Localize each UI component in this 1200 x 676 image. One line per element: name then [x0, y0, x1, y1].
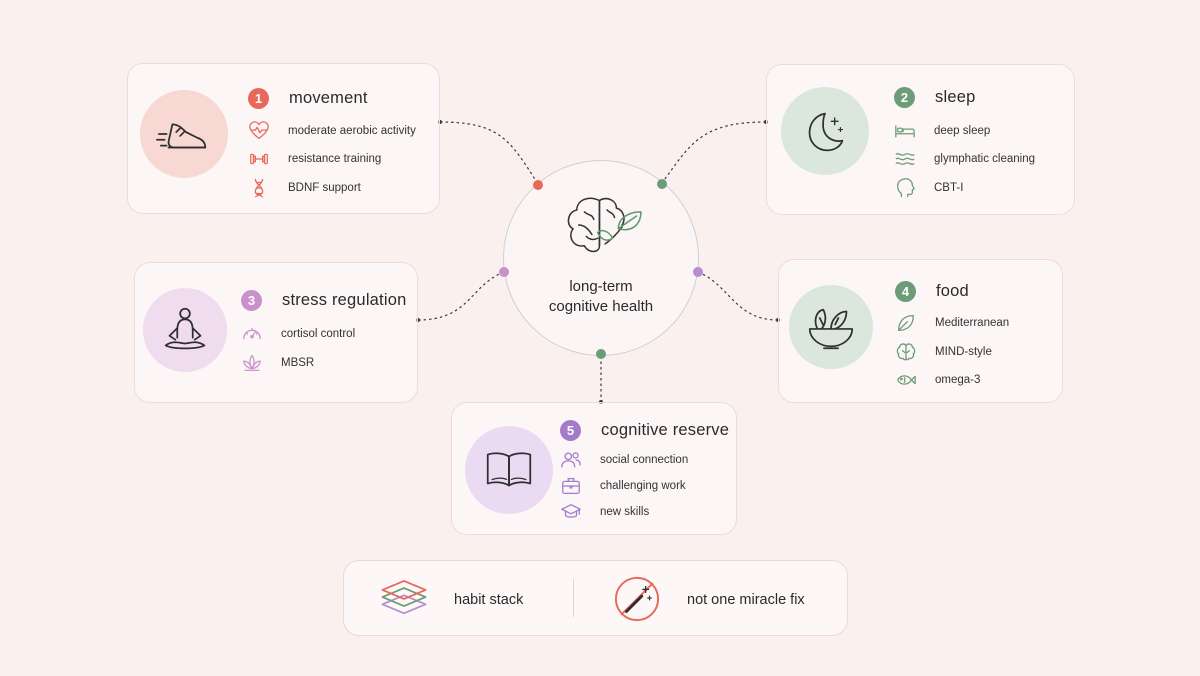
center-hub: long-term cognitive health — [503, 160, 699, 356]
summary-divider — [573, 579, 574, 617]
movement-number-badge: 1 — [248, 88, 269, 109]
food-card: 4 food Mediterranean MIND-style omega-3 — [778, 259, 1063, 403]
heartbeat-icon — [249, 121, 269, 139]
movement-card: 1 movement moderate aerobic activity res… — [127, 63, 440, 214]
stress-number-badge: 3 — [241, 290, 262, 311]
food-item-mediterranean: Mediterranean — [895, 312, 1009, 334]
no-magic-wand-icon — [614, 576, 660, 622]
sleep-title: sleep — [935, 88, 976, 106]
waves-icon — [895, 153, 915, 165]
sleep-item-glymphatic: glymphatic cleaning — [894, 148, 1035, 170]
food-title: food — [936, 282, 969, 300]
reserve-number-badge: 5 — [560, 420, 581, 441]
people-icon — [561, 452, 581, 468]
summary-bar: habit stack not one miracle fix — [343, 560, 848, 636]
brain-leaf-icon — [567, 197, 642, 253]
reserve-card: 5 cognitive reserve social connection ch… — [451, 402, 737, 535]
sleep-connector-dot — [657, 179, 667, 189]
stress-item-cortisol: cortisol control — [241, 323, 355, 345]
moon-stars-icon — [781, 87, 869, 175]
habit-stack-label: habit stack — [454, 592, 524, 608]
reserve-item-social: social connection — [560, 449, 688, 471]
fish-icon — [897, 375, 916, 385]
sleep-item-cbti: CBT-I — [894, 177, 963, 199]
running-shoe-icon — [140, 90, 228, 178]
stress-item-mbsr: MBSR — [241, 352, 314, 374]
briefcase-icon — [562, 478, 580, 494]
bed-icon — [895, 125, 915, 138]
movement-item-aerobic: moderate aerobic activity — [248, 120, 416, 142]
lotus-icon — [243, 355, 261, 371]
food-item-mind: MIND-style — [895, 341, 992, 363]
stress-title: stress regulation — [282, 291, 407, 309]
stress-connector-dot — [499, 267, 509, 277]
movement-item-resistance: resistance training — [248, 148, 381, 170]
gauge-icon — [243, 327, 261, 340]
brain-icon — [896, 343, 916, 361]
graduation-cap-icon — [561, 504, 581, 518]
food-item-omega: omega-3 — [895, 369, 980, 391]
salad-bowl-icon — [789, 285, 873, 369]
sleep-number-badge: 2 — [894, 87, 915, 108]
movement-connector-dot — [533, 180, 543, 190]
reserve-item-work: challenging work — [560, 475, 686, 497]
reserve-title: cognitive reserve — [601, 421, 730, 439]
stress-card: 3 stress regulation cortisol control MBS… — [134, 262, 418, 403]
center-title-line1: long-term — [569, 278, 633, 295]
sleep-item-deep: deep sleep — [894, 120, 990, 142]
miracle-fix-label: not one miracle fix — [687, 592, 805, 608]
food-connector-dot — [693, 267, 703, 277]
head-profile-icon — [897, 178, 915, 198]
open-book-icon — [465, 426, 553, 514]
reserve-connector-dot — [596, 349, 606, 359]
dna-icon — [254, 178, 264, 198]
movement-item-bdnf: BDNF support — [248, 177, 361, 199]
food-number-badge: 4 — [895, 281, 916, 302]
center-title-line2: cognitive health — [548, 298, 654, 315]
movement-title: movement — [289, 89, 368, 107]
layers-icon — [381, 580, 427, 615]
reserve-item-skills: new skills — [560, 501, 649, 523]
meditation-icon — [143, 288, 227, 372]
dumbbell-icon — [250, 153, 268, 165]
leaf-icon — [898, 315, 914, 331]
sleep-card: 2 sleep deep sleep glymphatic cleaning C… — [766, 64, 1075, 215]
